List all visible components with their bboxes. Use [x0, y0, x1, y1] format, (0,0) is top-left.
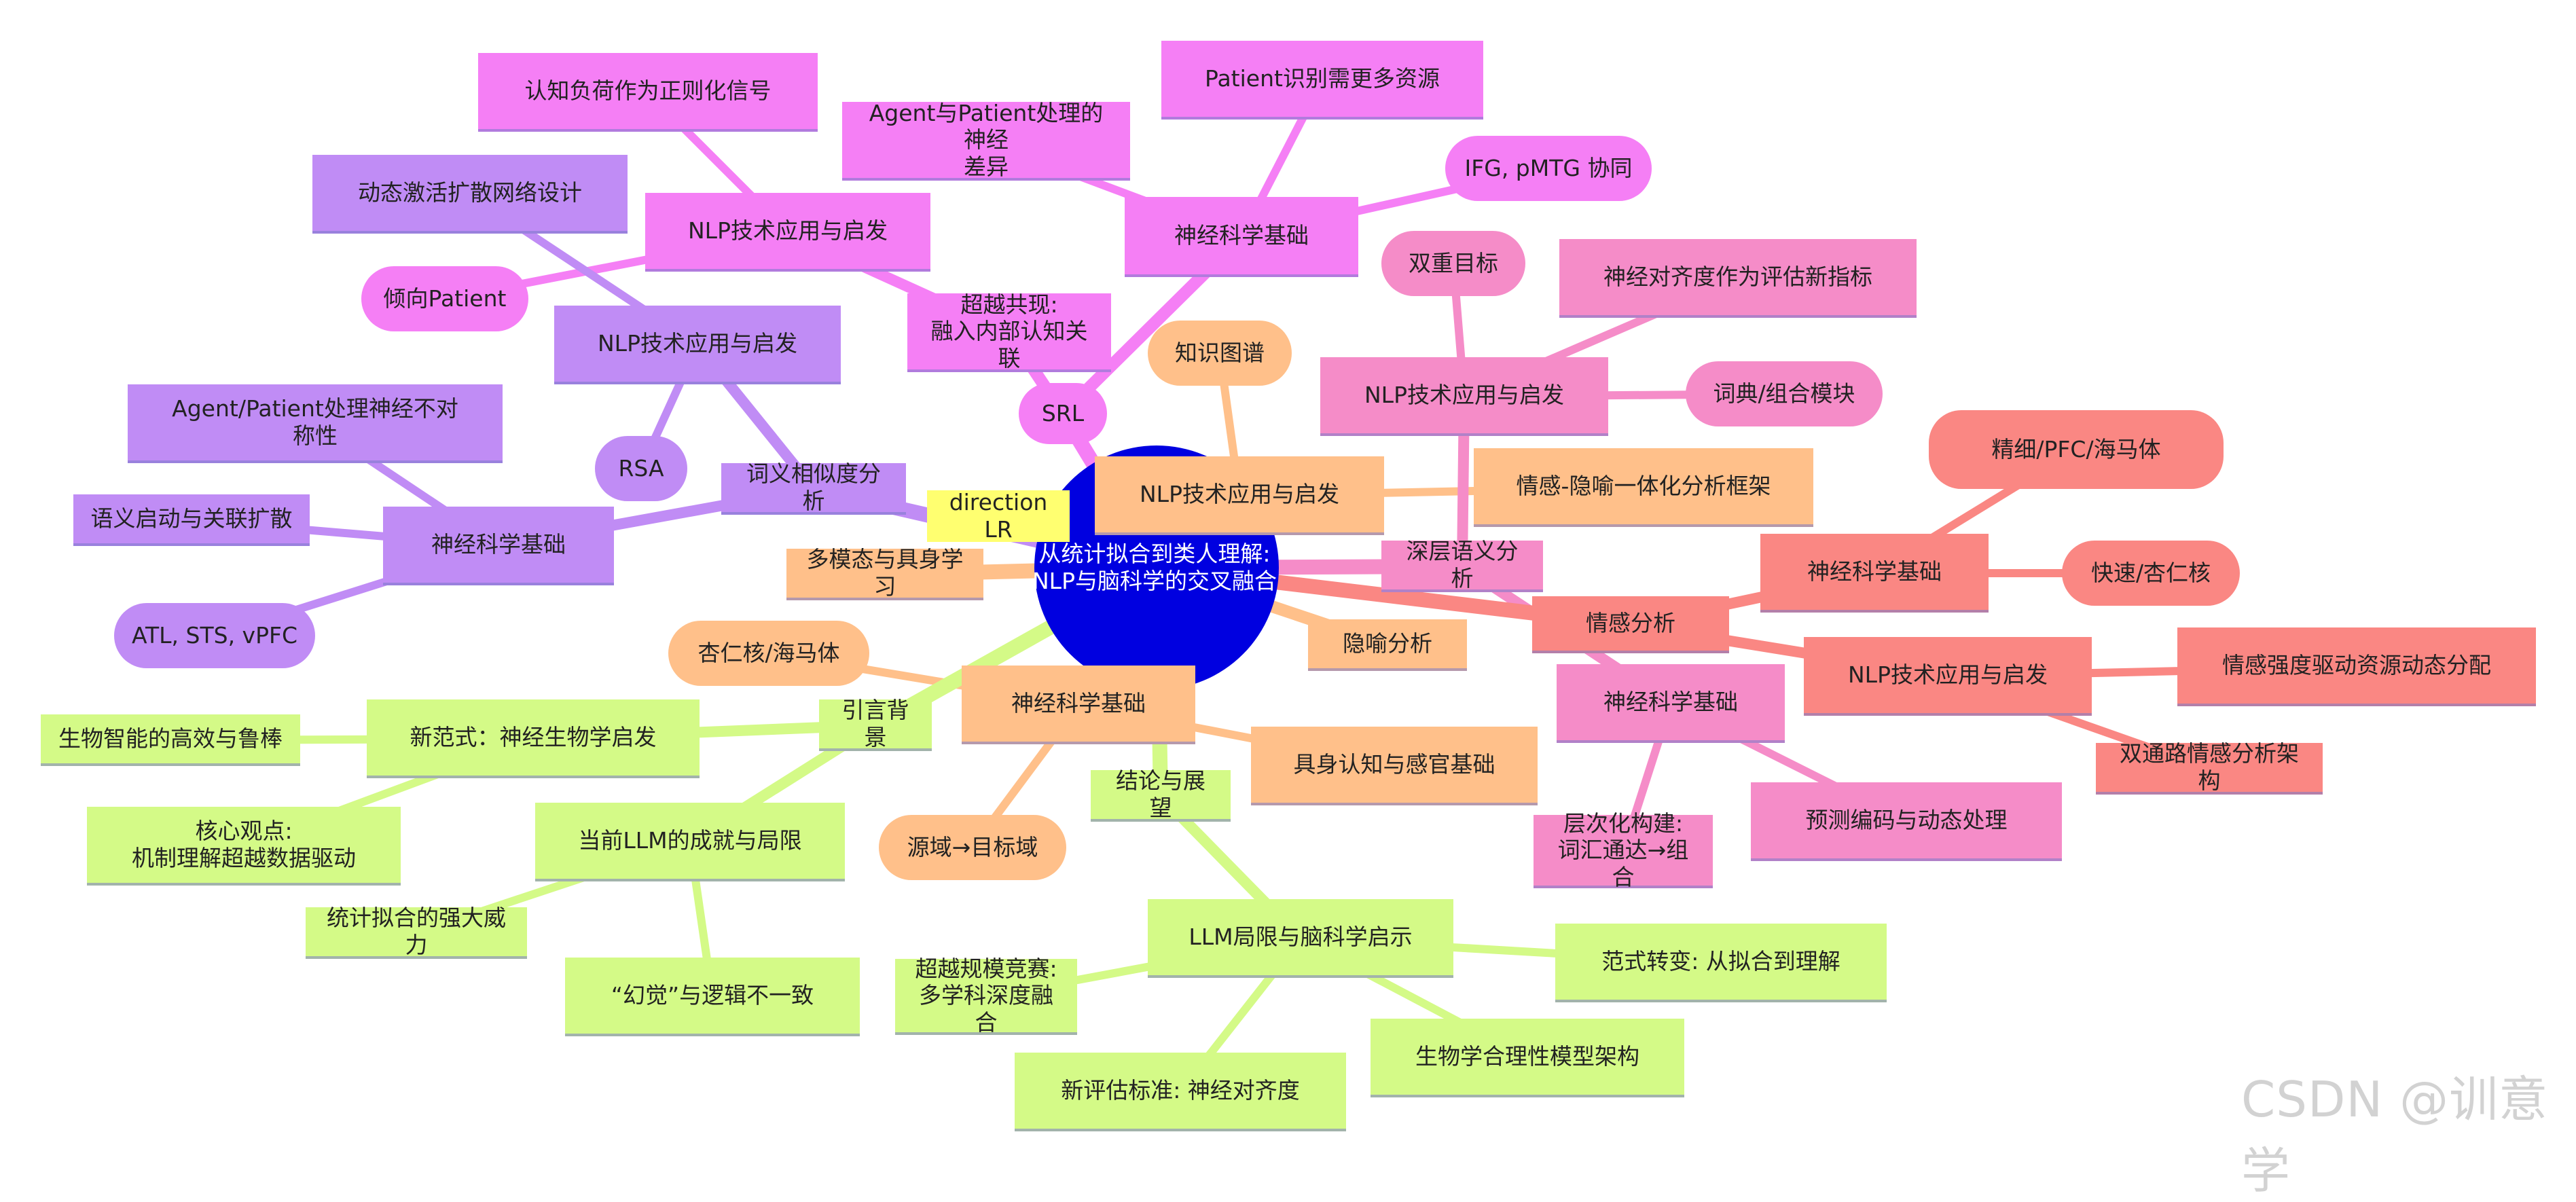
- node-emo-nlp[interactable]: NLP技术应用与启发: [1804, 637, 2092, 716]
- node-sim-nlp[interactable]: NLP技术应用与启发: [554, 306, 841, 384]
- node-mm-amygdala[interactable]: 杏仁核/海马体: [668, 621, 869, 686]
- node-intro-bio[interactable]: 生物智能的高效与鲁棒: [41, 714, 300, 766]
- watermark: CSDN @训意学: [2241, 1071, 2549, 1199]
- node-multimodal[interactable]: 多模态与具身学习: [786, 546, 983, 600]
- node-emo-fine[interactable]: 精细/PFC/海马体: [1929, 410, 2224, 489]
- node-deep-dual[interactable]: 双重目标: [1381, 231, 1525, 296]
- root-node-label: 从统计拟合到类人理解: NLP与脑科学的交叉融合: [1032, 541, 1277, 594]
- node-intro-stat[interactable]: 统计拟合的强大威力: [306, 905, 527, 959]
- node-deep-neuro[interactable]: 神经科学基础: [1557, 664, 1785, 743]
- node-sim-asymmetry[interactable]: Agent/Patient处理神经不对 称性: [128, 384, 503, 463]
- node-deep-nlp[interactable]: NLP技术应用与启发: [1320, 357, 1608, 436]
- node-srl-neuro[interactable]: 神经科学基础: [1125, 197, 1358, 277]
- node-intro-llm[interactable]: 当前LLM的成就与局限: [535, 803, 845, 881]
- node-srl-ifg[interactable]: IFG, pMTG 协同: [1445, 136, 1652, 201]
- node-emo-neuro[interactable]: 神经科学基础: [1760, 534, 1989, 613]
- node-emo-dynamic[interactable]: 情感强度驱动资源动态分配: [2177, 627, 2536, 706]
- node-srl-nlp[interactable]: NLP技术应用与启发: [645, 193, 930, 272]
- node-srl-agent-patient-diff[interactable]: Agent与Patient处理的神经 差异: [842, 100, 1130, 181]
- node-srl-cognitive-load[interactable]: 认知负荷作为正则化信号: [478, 53, 818, 132]
- node-srl-transcend[interactable]: 超越共现: 融入内部认知关联: [907, 291, 1111, 372]
- node-intro[interactable]: 引言背景: [819, 697, 932, 751]
- node-deep-hierarchical[interactable]: 层次化构建: 词汇通达→组合: [1534, 810, 1713, 890]
- node-mm-kg[interactable]: 知识图谱: [1148, 321, 1292, 386]
- node-deep-alignment[interactable]: 神经对齐度作为评估新指标: [1559, 239, 1917, 318]
- node-mm-embodied[interactable]: 具身认知与感官基础: [1251, 727, 1538, 805]
- node-similarity[interactable]: 词义相似度分析: [721, 460, 906, 515]
- node-deep-predictive[interactable]: 预测编码与动态处理: [1751, 782, 2062, 861]
- node-emo-dual-path[interactable]: 双通路情感分析架构: [2096, 740, 2323, 795]
- node-mm-emotion-metaphor[interactable]: 情感-隐喻一体化分析框架: [1474, 448, 1813, 527]
- node-sim-rsa[interactable]: RSA: [595, 436, 687, 501]
- node-srl[interactable]: SRL: [1019, 383, 1107, 444]
- node-mm-neuro[interactable]: 神经科学基础: [962, 666, 1195, 744]
- node-sim-dynamic-network[interactable]: 动态激活扩散网络设计: [312, 155, 628, 234]
- node-deep[interactable]: 深层语义分析: [1381, 538, 1543, 592]
- node-emotion[interactable]: 情感分析: [1532, 596, 1729, 653]
- node-mm-source-target[interactable]: 源域→目标域: [879, 815, 1066, 880]
- node-intro-core[interactable]: 核心观点: 机制理解超越数据驱动: [87, 807, 401, 886]
- node-sim-priming[interactable]: 语义启动与关联扩散: [73, 494, 310, 546]
- node-emo-fast[interactable]: 快速/杏仁核: [2062, 541, 2240, 606]
- node-deep-lexicon[interactable]: 词典/组合模块: [1686, 361, 1883, 426]
- node-sim-neuro[interactable]: 神经科学基础: [383, 507, 614, 585]
- node-srl-patient-bias[interactable]: 倾向Patient: [361, 266, 528, 331]
- node-conclusion[interactable]: 结论与展望: [1091, 767, 1231, 822]
- node-conc-neural-eval[interactable]: 新评估标准: 神经对齐度: [1015, 1053, 1346, 1131]
- mind-map: 从统计拟合到类人理解: NLP与脑科学的交叉融合 direction LR SR…: [41, 41, 2549, 1199]
- node-conc-bio-model[interactable]: 生物学合理性模型架构: [1371, 1019, 1684, 1097]
- direction-label: direction LR: [927, 489, 1070, 543]
- node-mm-nlp[interactable]: NLP技术应用与启发: [1095, 456, 1384, 535]
- node-intro-hallucination[interactable]: “幻觉”与逻辑不一致: [565, 958, 860, 1036]
- node-conc-beyond-scale[interactable]: 超越规模竞赛: 多学科深度融合: [895, 955, 1077, 1036]
- node-srl-patient-resources[interactable]: Patient识别需更多资源: [1161, 41, 1483, 120]
- node-sim-atl[interactable]: ATL, STS, vPFC: [114, 603, 315, 668]
- node-intro-paradigm[interactable]: 新范式：神经生物学启发: [367, 699, 700, 778]
- node-conc-paradigm-shift[interactable]: 范式转变: 从拟合到理解: [1555, 924, 1887, 1002]
- node-conc-llm[interactable]: LLM局限与脑科学启示: [1148, 899, 1453, 978]
- node-mm-metaphor[interactable]: 隐喻分析: [1308, 619, 1467, 671]
